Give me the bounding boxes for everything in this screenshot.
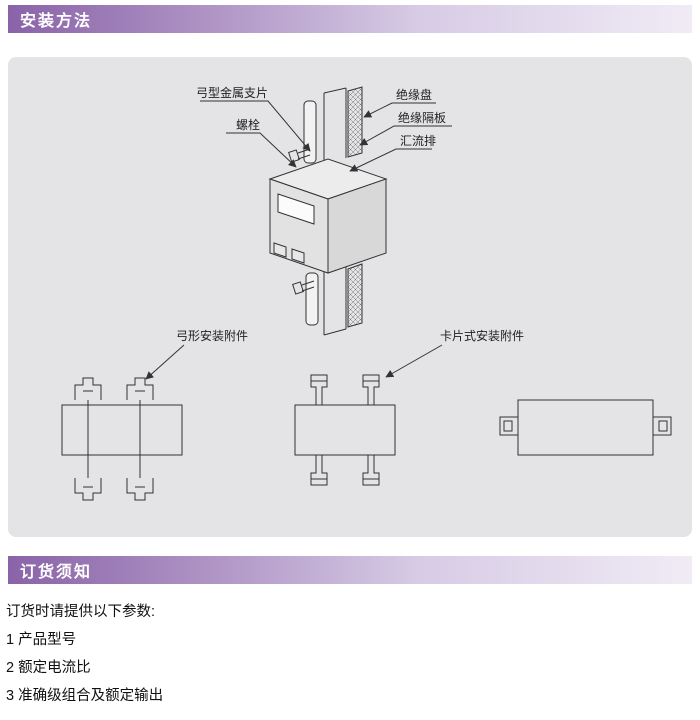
- ordering-title: 订货须知: [20, 564, 93, 581]
- ordering-notes: 订货时请提供以下参数: 1 产品型号 2 额定电流比 3 准确级组合及额定输出: [6, 604, 163, 716]
- callout-bow-metal-clip: 弓型金属支片: [196, 85, 268, 100]
- ordering-intro: 订货时请提供以下参数:: [6, 604, 156, 620]
- callout-insulation-baffle: 绝缘隔板: [398, 110, 446, 125]
- busbar-shape: [323, 87, 347, 336]
- installation-title: 安装方法: [20, 13, 93, 30]
- insulation-baffle-shape: [347, 86, 363, 328]
- ordering-item-1: 1 产品型号: [6, 632, 77, 648]
- installation-diagram-panel: 弓型金属支片 螺栓 绝缘盘 绝缘隔板 汇流排 弓形安装附件 卡片式安装附件: [8, 57, 692, 537]
- callout-labels: 弓型金属支片 螺栓 绝缘盘 绝缘隔板 汇流排 弓形安装附件 卡片式安装附件: [176, 85, 524, 343]
- callout-insulation-disc: 绝缘盘: [396, 87, 432, 102]
- installation-diagram: 弓型金属支片 螺栓 绝缘盘 绝缘隔板 汇流排 弓形安装附件 卡片式安装附件: [61, 85, 672, 501]
- bolt-bottom-shape: [292, 280, 315, 295]
- label-bow-accessory: 弓形安装附件: [176, 328, 248, 343]
- ordering-item-2: 2 额定电流比: [6, 660, 91, 676]
- callout-busbar: 汇流排: [400, 134, 436, 148]
- figure-card-mount: [294, 374, 396, 486]
- ordering-item-3: 3 准确级组合及额定输出: [6, 688, 164, 704]
- figure-side-mount: [499, 399, 672, 456]
- callout-bolt: 螺栓: [236, 117, 260, 132]
- label-card-accessory: 卡片式安装附件: [440, 328, 524, 343]
- figure-bow-mount: [61, 377, 183, 501]
- section-header-ordering: 订货须知: [8, 556, 692, 584]
- callout-leaders: [145, 100, 452, 380]
- transformer-body-shape: [268, 158, 388, 274]
- section-header-installation: 安装方法: [8, 5, 692, 33]
